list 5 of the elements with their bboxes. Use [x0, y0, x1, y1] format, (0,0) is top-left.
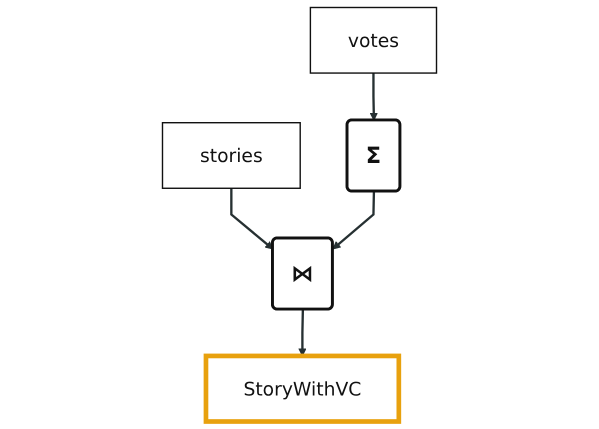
- node-box: stories: [162, 122, 301, 189]
- arrow: [332, 192, 376, 250]
- node-box: StoryWithVC: [204, 354, 402, 424]
- node-box: votes: [310, 6, 438, 74]
- arrow: [370, 73, 378, 121]
